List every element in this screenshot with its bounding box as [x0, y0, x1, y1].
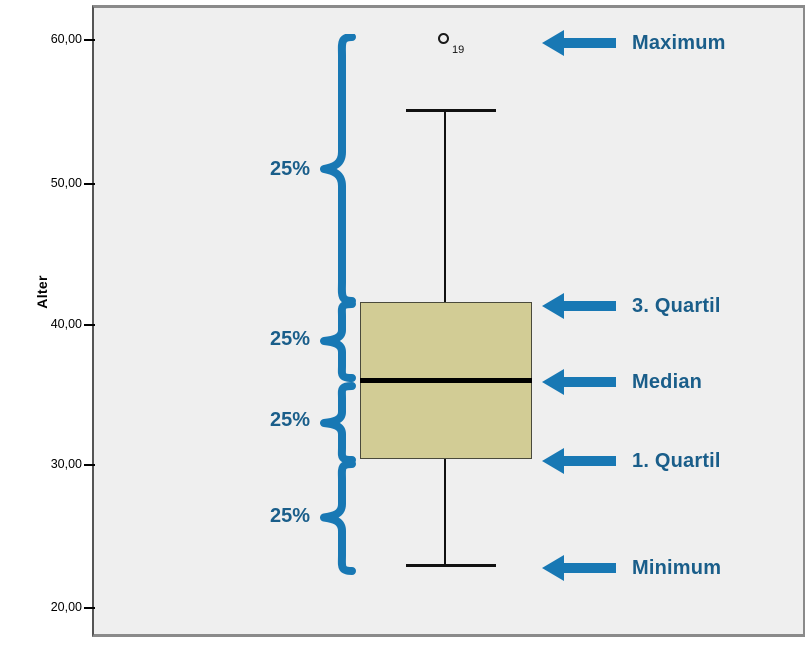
callout-maximum: Maximum	[540, 26, 726, 60]
brace-label-25-lower: 25%	[269, 505, 310, 527]
callout-minimum: Minimum	[540, 551, 721, 585]
callout-label-q1: 1. Quartil	[632, 449, 721, 472]
y-tick-mark-30	[84, 464, 95, 466]
callout-q3: 3. Quartil	[540, 289, 721, 323]
y-tick-mark-50	[84, 183, 95, 185]
y-tick-label-30: 30,00	[50, 457, 82, 471]
y-tick-label-60: 60,00	[50, 32, 82, 46]
brace-icon	[320, 382, 356, 464]
y-tick-mark-60	[84, 39, 95, 41]
lower-whisker-line	[444, 459, 446, 566]
arrow-left-icon	[542, 369, 616, 395]
callout-median: Median	[540, 365, 702, 399]
callout-label-q3: 3. Quartil	[632, 294, 721, 317]
callout-label-median: Median	[632, 370, 703, 393]
upper-whisker-cap	[406, 109, 496, 112]
upper-whisker-line	[444, 110, 446, 302]
arrow-left-icon	[542, 448, 616, 474]
outlier-marker	[438, 33, 449, 44]
brace-label-25-q3-median: 25%	[269, 328, 310, 350]
outlier-case-label: 19	[452, 44, 465, 56]
y-tick-label-20: 20,00	[50, 600, 82, 614]
brace-minimum-to-q1	[320, 460, 356, 580]
brace-icon	[320, 33, 356, 305]
arrow-left-icon	[542, 293, 616, 319]
y-tick-mark-40	[84, 324, 95, 326]
brace-median-to-q3	[320, 300, 356, 387]
arrow-left-icon	[542, 30, 616, 56]
y-tick-mark-20	[84, 607, 95, 609]
median-line	[360, 378, 532, 383]
brace-icon	[320, 300, 356, 382]
brace-label-25-upper: 25%	[269, 158, 310, 180]
brace-label-25-median-q1: 25%	[269, 409, 310, 431]
brace-q3-to-maximum	[320, 33, 356, 309]
arrow-left-icon	[542, 555, 616, 581]
callout-label-minimum: Minimum	[632, 556, 722, 579]
y-tick-label-50: 50,00	[50, 176, 82, 190]
y-tick-label-40: 40,00	[50, 317, 82, 331]
lower-whisker-cap	[406, 564, 496, 567]
callout-label-maximum: Maximum	[632, 31, 726, 54]
brace-q1-to-median	[320, 382, 356, 469]
brace-icon	[320, 460, 356, 575]
callout-q1: 1. Quartil	[540, 444, 721, 478]
